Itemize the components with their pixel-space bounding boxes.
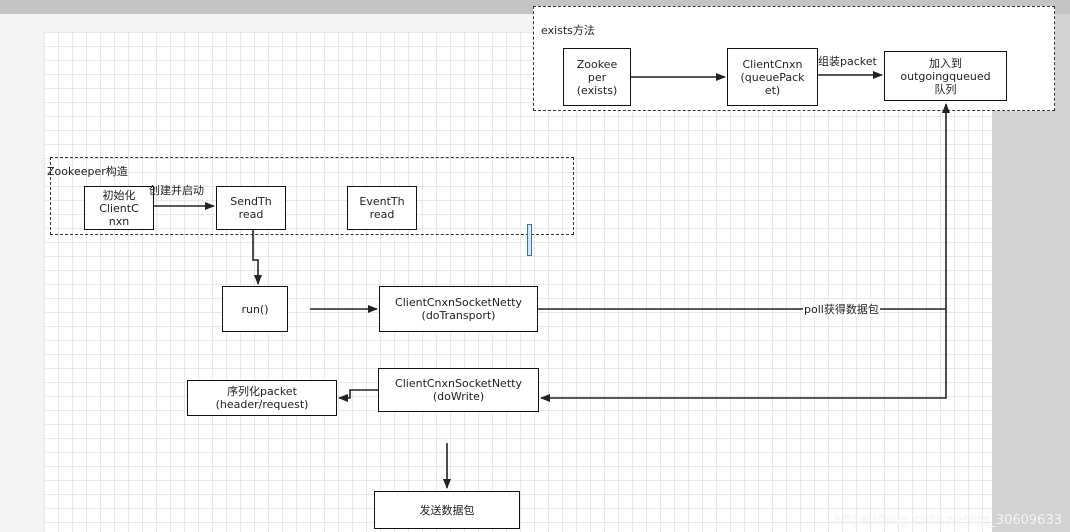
node-eventthread[interactable]: EventTh read bbox=[347, 186, 417, 230]
node-send-packet[interactable]: 发送数据包 bbox=[374, 491, 520, 529]
watermark: https://blog.csdn.net/qq_30609633 bbox=[833, 513, 1062, 528]
node-serialize-packet[interactable]: 序列化packet (header/request) bbox=[187, 380, 337, 416]
node-add-outgoing-queue[interactable]: 加入到 outgoingqueued 队列 bbox=[884, 51, 1007, 101]
node-socket-do-write[interactable]: ClientCnxnSocketNetty (doWrite) bbox=[378, 368, 539, 412]
edge-label-create-and-start: 创建并启动 bbox=[149, 184, 204, 197]
group-zookeeper-constructor-title: Zookeeper构造 bbox=[47, 165, 128, 178]
node-init-clientcnxn[interactable]: 初始化 ClientC nxn bbox=[84, 186, 154, 230]
group-exists-method-title: exists方法 bbox=[541, 24, 595, 37]
edge-label-poll-packet: poll获得数据包 bbox=[803, 303, 880, 316]
node-sendthread[interactable]: SendTh read bbox=[216, 186, 286, 230]
selection-handle[interactable] bbox=[527, 224, 532, 256]
node-run[interactable]: run() bbox=[222, 286, 288, 332]
edge-label-assemble-packet: 组装packet bbox=[818, 55, 877, 68]
node-zookeeper-exists[interactable]: Zookee per (exists) bbox=[563, 48, 631, 106]
node-clientcnxn-queuepacket[interactable]: ClientCnxn (queuePack et) bbox=[727, 48, 818, 106]
node-socket-do-transport[interactable]: ClientCnxnSocketNetty (doTransport) bbox=[379, 286, 538, 332]
